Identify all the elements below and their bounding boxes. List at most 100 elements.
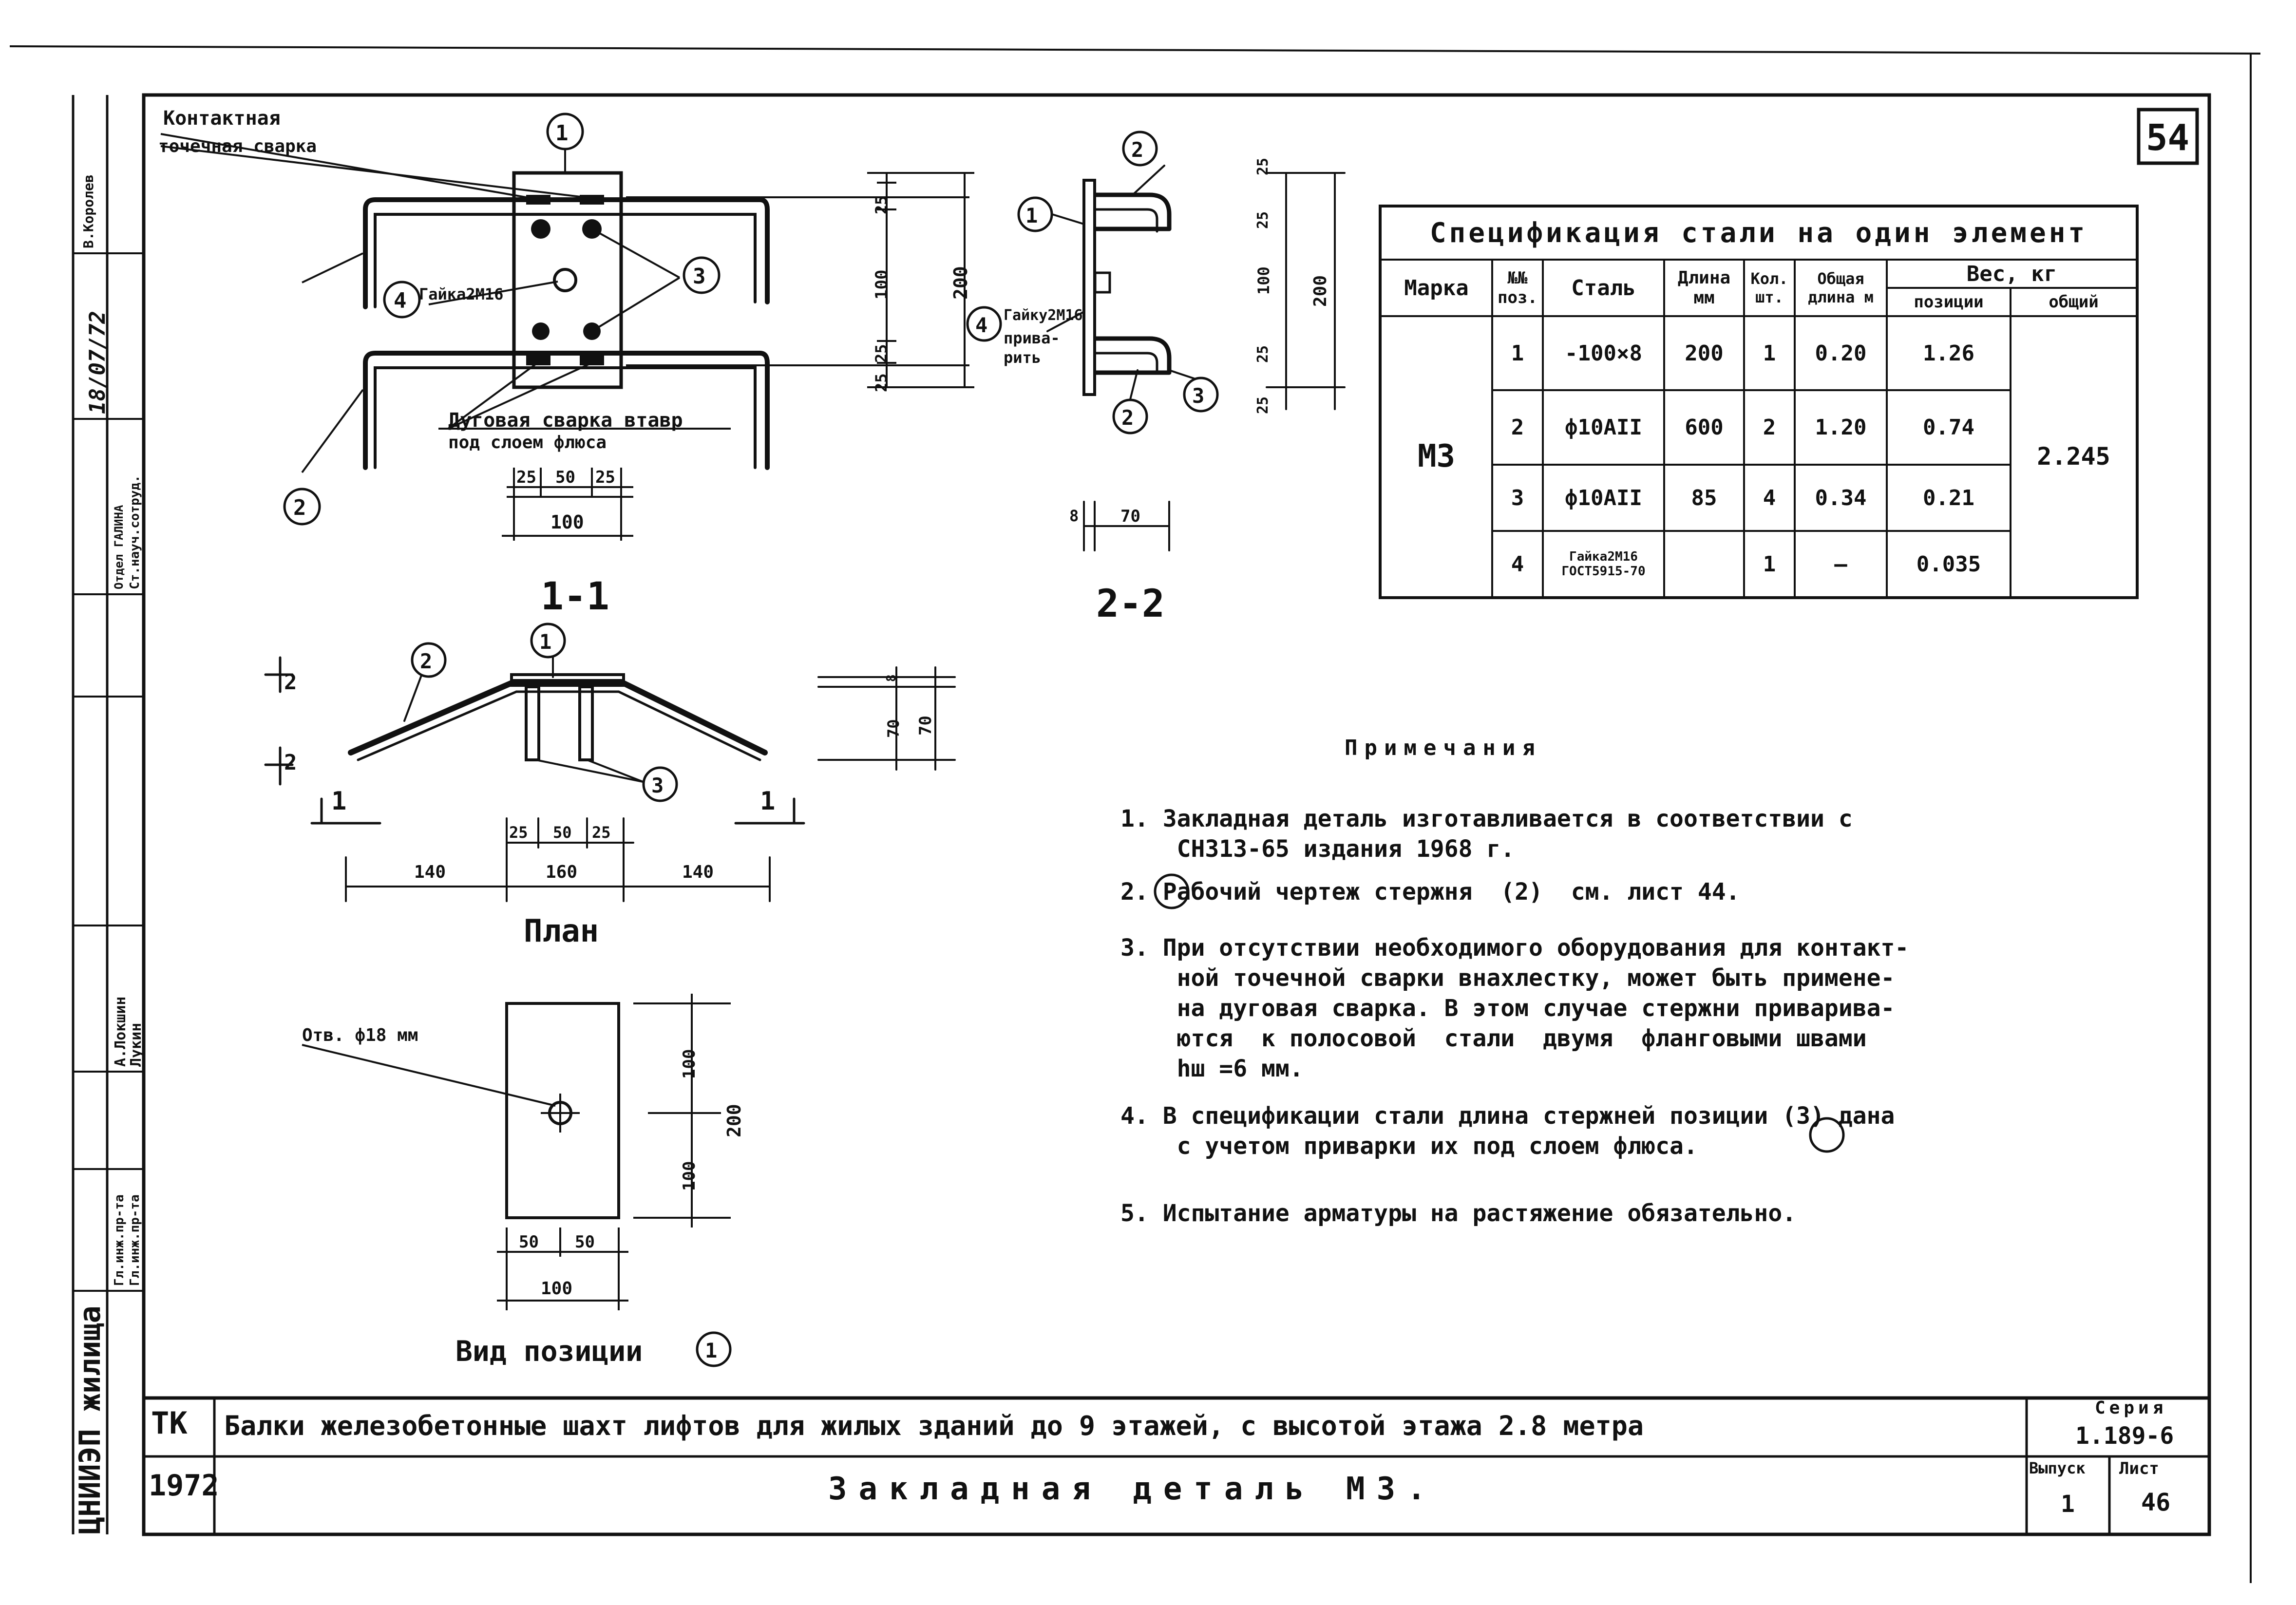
callout-3-plan <box>642 766 678 802</box>
dim: 200 <box>950 266 971 300</box>
view-position-1 <box>302 994 731 1310</box>
cell-weight: 0.21 <box>1886 463 2011 532</box>
col-qty: Кол. шт. <box>1743 259 1796 317</box>
note-2: 2. Рабочий чертеж стержня (2) см. лист 4… <box>1120 878 1740 906</box>
callout-label: 2 <box>420 649 433 673</box>
callout-2 <box>283 488 321 526</box>
welds-1-1 <box>526 195 604 365</box>
dim: 70 <box>1120 507 1140 526</box>
callout-label: 2 <box>1131 138 1144 162</box>
cell-qty: 1 <box>1743 315 1796 392</box>
callout-3 <box>683 256 721 294</box>
cell-steel: ф10АII <box>1542 389 1665 466</box>
cell-total: 1.20 <box>1794 389 1888 466</box>
series-label: Серия <box>2095 1398 2167 1418</box>
role-4: Отдел ГАЛИНА <box>112 505 126 589</box>
section-mark: 2 <box>284 670 297 695</box>
role-2: Гл.инж.пр-та <box>128 1194 142 1286</box>
callout-3-side <box>1183 377 1219 413</box>
issue-number: 1 <box>2061 1491 2075 1518</box>
dim: 140 <box>682 862 714 882</box>
dim: 25 <box>595 468 615 487</box>
callout-4-side <box>966 306 1002 342</box>
dim: 25 <box>516 468 536 487</box>
dim: 25 <box>592 823 611 842</box>
dim: 50 <box>519 1232 539 1252</box>
dim: 8 <box>884 674 899 682</box>
cell-length: 85 <box>1663 463 1745 532</box>
view-1-1 <box>363 171 770 470</box>
top-edge-line <box>9 45 2261 55</box>
hole-label: Отв. ф18 мм <box>302 1025 418 1045</box>
contact-weld-label-2: точечная сварка <box>158 136 317 156</box>
institute-name: ЦНИИЭП жилища <box>73 1305 107 1534</box>
dim: 25 <box>1254 345 1271 363</box>
drawing-subtitle: Закладная деталь М3. <box>828 1471 1438 1507</box>
dim: 200 <box>1310 275 1330 307</box>
view-2-2 <box>1046 165 1346 551</box>
dim: 70 <box>884 719 903 738</box>
dim: 25 <box>872 373 891 392</box>
callout-label: 1 <box>705 1339 718 1362</box>
callout-1-side <box>1017 196 1053 232</box>
cell-steel: ф10АII <box>1542 463 1665 532</box>
plan-view <box>264 652 956 902</box>
dim: 100 <box>872 269 892 300</box>
inner-frame <box>142 93 2211 1536</box>
nut-label: Гайка2М16 <box>419 285 504 303</box>
note-3: 3. При отсутствии необходимого оборудова… <box>1120 934 1909 1082</box>
notes-title: Примечания <box>1345 736 1542 760</box>
col-total-length: Общая длина м <box>1794 259 1888 317</box>
note-4: 4. В спецификации стали длина стержней п… <box>1120 1102 1895 1160</box>
dim: 100 <box>680 1049 699 1079</box>
callout-4 <box>383 281 421 319</box>
dim: 100 <box>541 1279 573 1299</box>
callout-2-note <box>1154 873 1190 909</box>
dim: 100 <box>550 511 584 533</box>
callout-1-plan <box>530 623 566 659</box>
name-2: А.Локшин <box>112 996 129 1067</box>
cell-qty: 1 <box>1743 530 1796 599</box>
dim: 25 <box>1254 211 1271 229</box>
weld-on-label-2: рить <box>1004 348 1042 367</box>
callout-label: 1 <box>539 630 552 654</box>
callout-label: 1 <box>555 121 569 146</box>
dim: 8 <box>1069 507 1079 525</box>
dim: 160 <box>546 862 578 882</box>
note-5: 5. Испытание арматуры на растяжение обяз… <box>1120 1200 1797 1227</box>
arc-weld-label-2: под слоем флюса <box>448 433 607 453</box>
dim: 25 <box>872 195 891 214</box>
name-1: Лукин <box>128 1022 145 1067</box>
callout-label: 2 <box>293 495 306 520</box>
callout-label: 3 <box>1192 384 1205 408</box>
callout-label: 4 <box>394 288 407 313</box>
callout-1-top <box>546 113 584 151</box>
arc-weld-label-1: Дуговая сварка втавр <box>448 409 683 432</box>
spec-title: Спецификация стали на один элемент <box>1379 205 2138 261</box>
dim: 100 <box>680 1161 699 1191</box>
section-mark: 1 <box>760 787 776 816</box>
dim: 100 <box>1254 266 1273 295</box>
sheet-number: 54 <box>2146 117 2190 159</box>
dim: 50 <box>575 1232 595 1252</box>
dim: 140 <box>414 862 446 882</box>
callout-label: 3 <box>693 264 706 289</box>
date: 18/07/72 <box>85 311 110 414</box>
spec-table: Спецификация стали на один элемент Марка… <box>1379 205 2139 599</box>
cell-weight: 1.26 <box>1886 315 2011 392</box>
contact-weld-label-1: Контактная <box>163 107 281 130</box>
plan-label: План <box>524 913 599 949</box>
dim: 25 <box>1254 396 1271 414</box>
callout-label: 1 <box>1025 204 1038 227</box>
callout-label: 2 <box>1121 406 1134 430</box>
sheet-value: 46 <box>2141 1488 2171 1516</box>
weld-on-label-1: прива- <box>1004 329 1060 347</box>
col-length: Длина мм <box>1663 259 1745 317</box>
view-position-label: Вид позиции <box>455 1335 643 1368</box>
note-1: 1. Закладная деталь изготавливается в со… <box>1120 805 1853 863</box>
col-weight-pos: позиции <box>1886 287 2011 317</box>
org-short: ТК <box>151 1405 188 1441</box>
year: 1972 <box>149 1469 219 1503</box>
sheet-number-box <box>2137 108 2199 165</box>
